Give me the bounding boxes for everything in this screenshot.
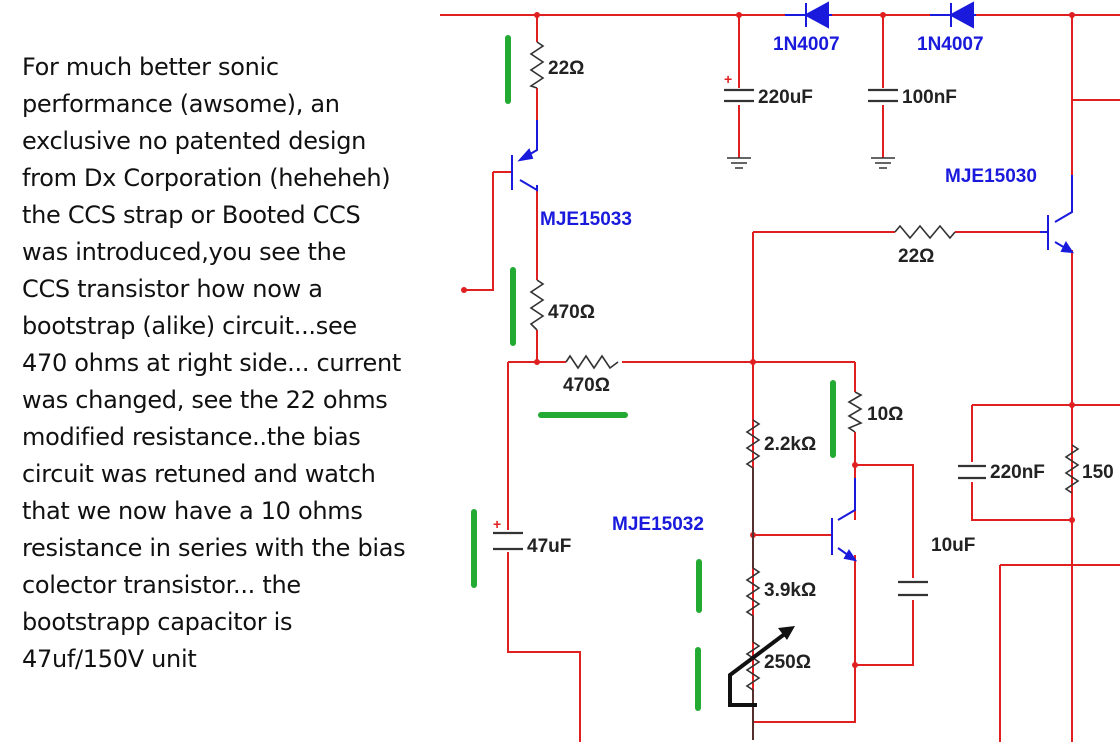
resistor-22-base bbox=[894, 224, 956, 240]
potentiometer-250 bbox=[745, 641, 761, 740]
resistor-470-vertical bbox=[529, 279, 545, 331]
annotation-line: For much better sonic bbox=[22, 53, 279, 81]
label-c-220uf: 220uF bbox=[758, 87, 813, 108]
potentiometer-wiper bbox=[728, 626, 795, 707]
resistor-470-horizontal bbox=[565, 354, 619, 370]
ground-symbols bbox=[727, 157, 895, 169]
diode-1n4007-right bbox=[930, 1, 976, 29]
diode-1n4007-left bbox=[785, 1, 832, 29]
capacitor-47uf bbox=[493, 531, 523, 551]
capacitor-10uf bbox=[898, 580, 928, 597]
label-c-220nf: 220nF bbox=[990, 462, 1045, 483]
annotation-line: bootstrapp capacitor is bbox=[22, 608, 293, 636]
annotation-line: resistance in series with the bias bbox=[22, 534, 406, 562]
annotation-line: 47uf/150V unit bbox=[22, 645, 197, 673]
plus-sign-220uf: + bbox=[724, 71, 732, 87]
annotation-line: bootstrap (alike) circuit...see bbox=[22, 312, 357, 340]
transistor-mje15033 bbox=[511, 120, 538, 192]
annotation-line: modified resistance..the bias bbox=[22, 423, 361, 451]
label-r-2k2: 2.2kΩ bbox=[764, 434, 816, 455]
label-c-10uf: 10uF bbox=[931, 535, 975, 556]
label-diode-2: 1N4007 bbox=[917, 34, 984, 55]
highlight-markers bbox=[471, 35, 836, 711]
label-r-22-base: 22Ω bbox=[898, 246, 934, 267]
plus-sign-47uf: + bbox=[493, 516, 501, 532]
label-c-47uf: 47uF bbox=[527, 536, 571, 557]
label-q-mje15030: MJE15030 bbox=[945, 166, 1037, 187]
label-pot-250: 250Ω bbox=[764, 652, 811, 673]
label-q-mje15033: MJE15033 bbox=[540, 209, 632, 230]
resistor-2k2 bbox=[745, 419, 761, 469]
label-r-150: 150 bbox=[1082, 462, 1114, 483]
resistor-3k9 bbox=[745, 567, 761, 617]
label-r-3k9: 3.9kΩ bbox=[764, 580, 816, 601]
capacitor-100nf bbox=[868, 88, 898, 103]
junctions bbox=[461, 12, 1075, 668]
capacitor-220nf bbox=[958, 464, 986, 480]
label-r-470-vertical: 470Ω bbox=[548, 302, 595, 323]
label-c-100nf: 100nF bbox=[902, 87, 957, 108]
resistor-22-top bbox=[529, 41, 545, 89]
transistor-mje15032 bbox=[831, 478, 858, 562]
annotation-line: 470 ohms at right side... current bbox=[22, 349, 401, 377]
label-diode-1: 1N4007 bbox=[773, 34, 840, 55]
annotation-line: colector transistor... the bbox=[22, 571, 301, 599]
capacitor-220uf bbox=[724, 88, 754, 103]
annotation-line: from Dx Corporation (heheheh) bbox=[22, 164, 391, 192]
label-r-22-top: 22Ω bbox=[548, 58, 584, 79]
label-r-10: 10Ω bbox=[867, 404, 903, 425]
transistor-mje15030 bbox=[1040, 175, 1075, 254]
resistor-150 bbox=[1064, 444, 1080, 494]
annotation-line: circuit was retuned and watch bbox=[22, 460, 376, 488]
resistor-10 bbox=[847, 391, 863, 433]
annotation-line: the CCS strap or Booted CCS bbox=[22, 201, 361, 229]
label-q-mje15032: MJE15032 bbox=[612, 514, 704, 535]
annotation-line: performance (awsome), an bbox=[22, 90, 340, 118]
label-r-470-horizontal: 470Ω bbox=[563, 375, 610, 396]
annotation-line: CCS transistor how now a bbox=[22, 275, 323, 303]
annotation-line: that we now have a 10 ohms bbox=[22, 497, 363, 525]
wires bbox=[440, 14, 1120, 742]
annotation-line: exclusive no patented design bbox=[22, 127, 367, 155]
annotation-line: was changed, see the 22 ohms bbox=[22, 386, 388, 414]
annotation-line: was introduced,you see the bbox=[22, 238, 347, 266]
